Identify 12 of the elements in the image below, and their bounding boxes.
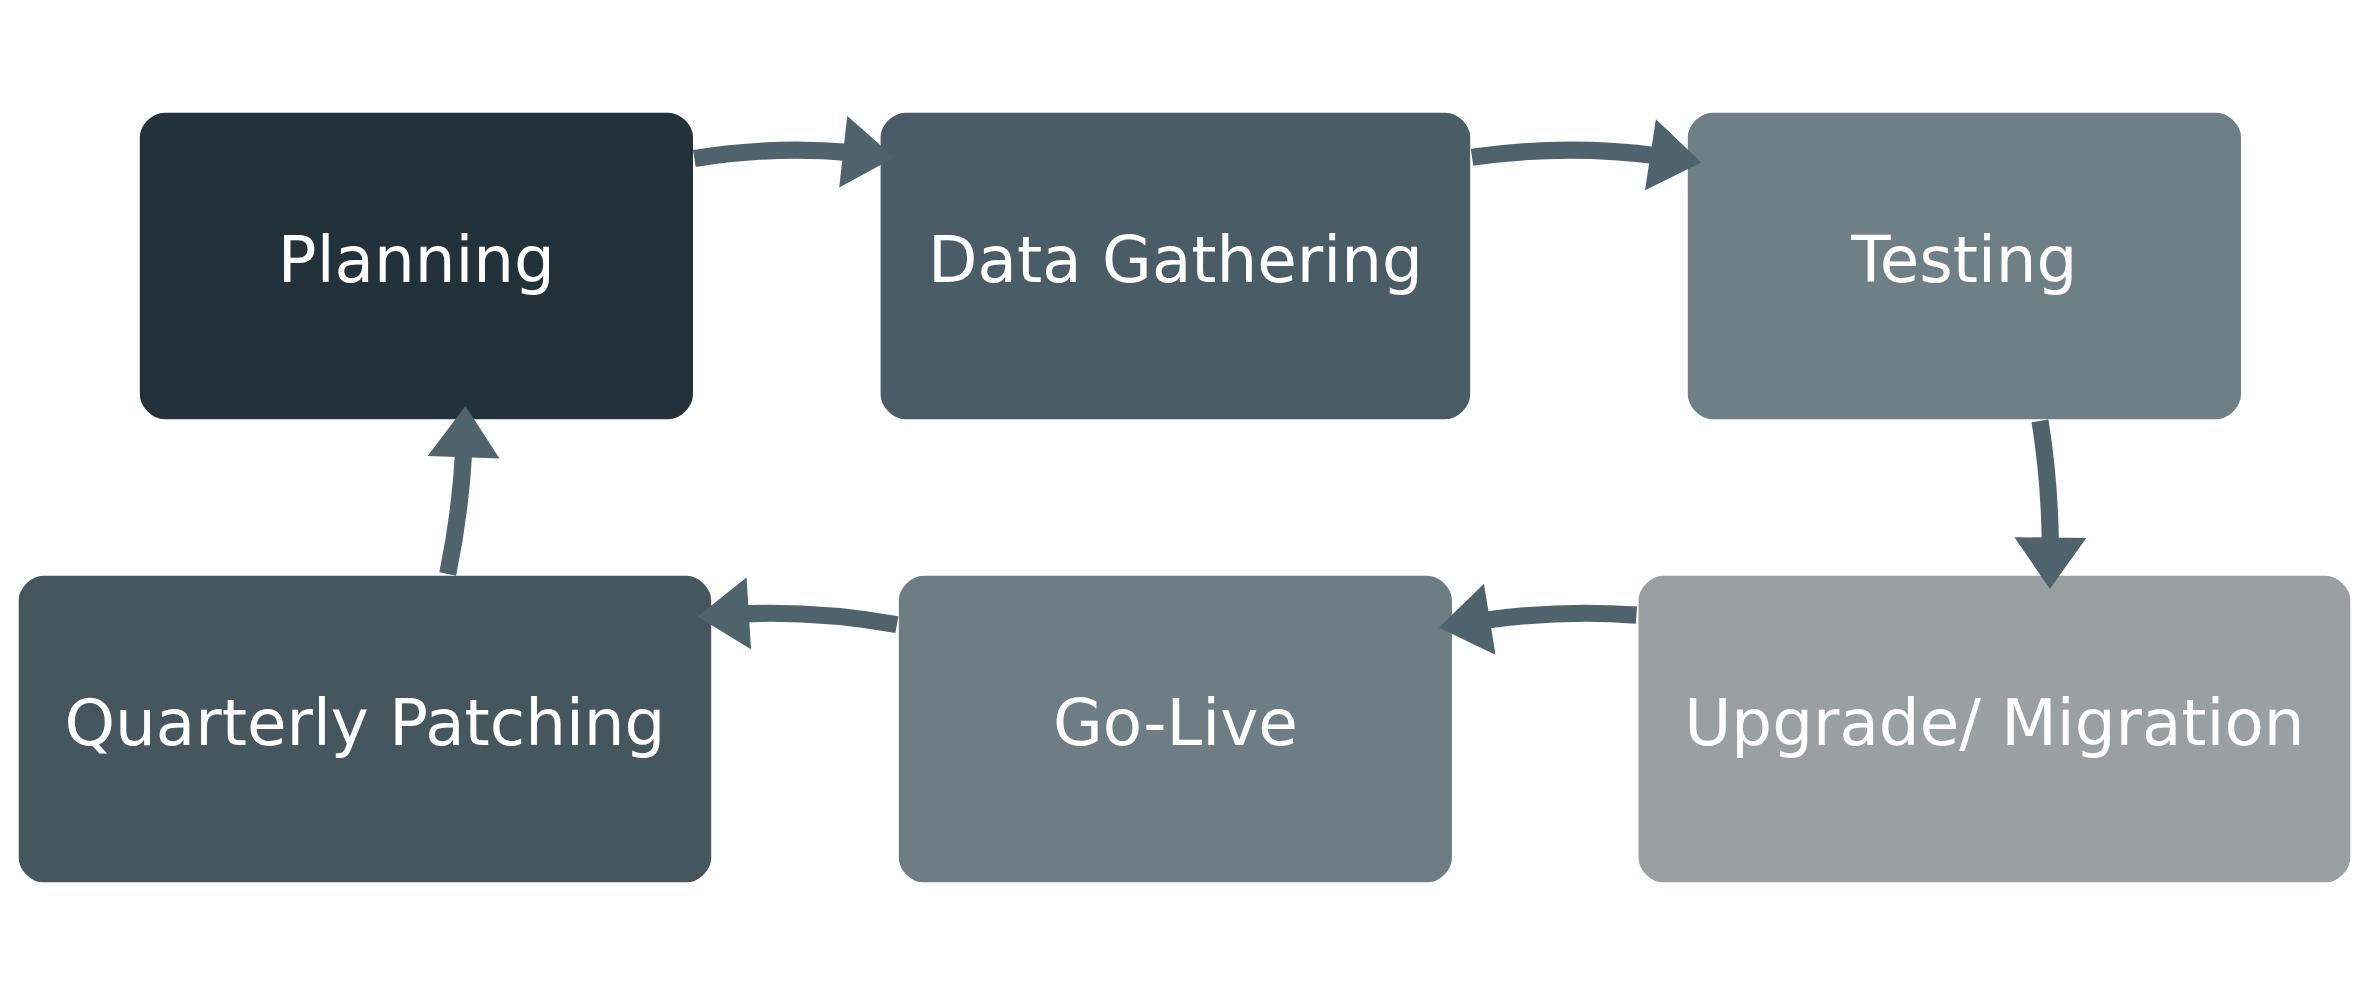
arrow	[427, 405, 500, 576]
arrow	[693, 115, 895, 187]
arrow	[1438, 583, 1637, 655]
node-box: Testing	[1685, 110, 2244, 421]
arrow	[2014, 419, 2087, 589]
node-box: Upgrade/ Migration	[1636, 573, 2353, 884]
node-box: Quarterly Patching	[16, 573, 714, 884]
node-box: Data Gathering	[878, 110, 1473, 421]
node-box: Go-Live	[896, 573, 1455, 884]
arrow	[1470, 118, 1702, 190]
arrow	[697, 576, 899, 649]
node-box: Planning	[137, 110, 696, 421]
